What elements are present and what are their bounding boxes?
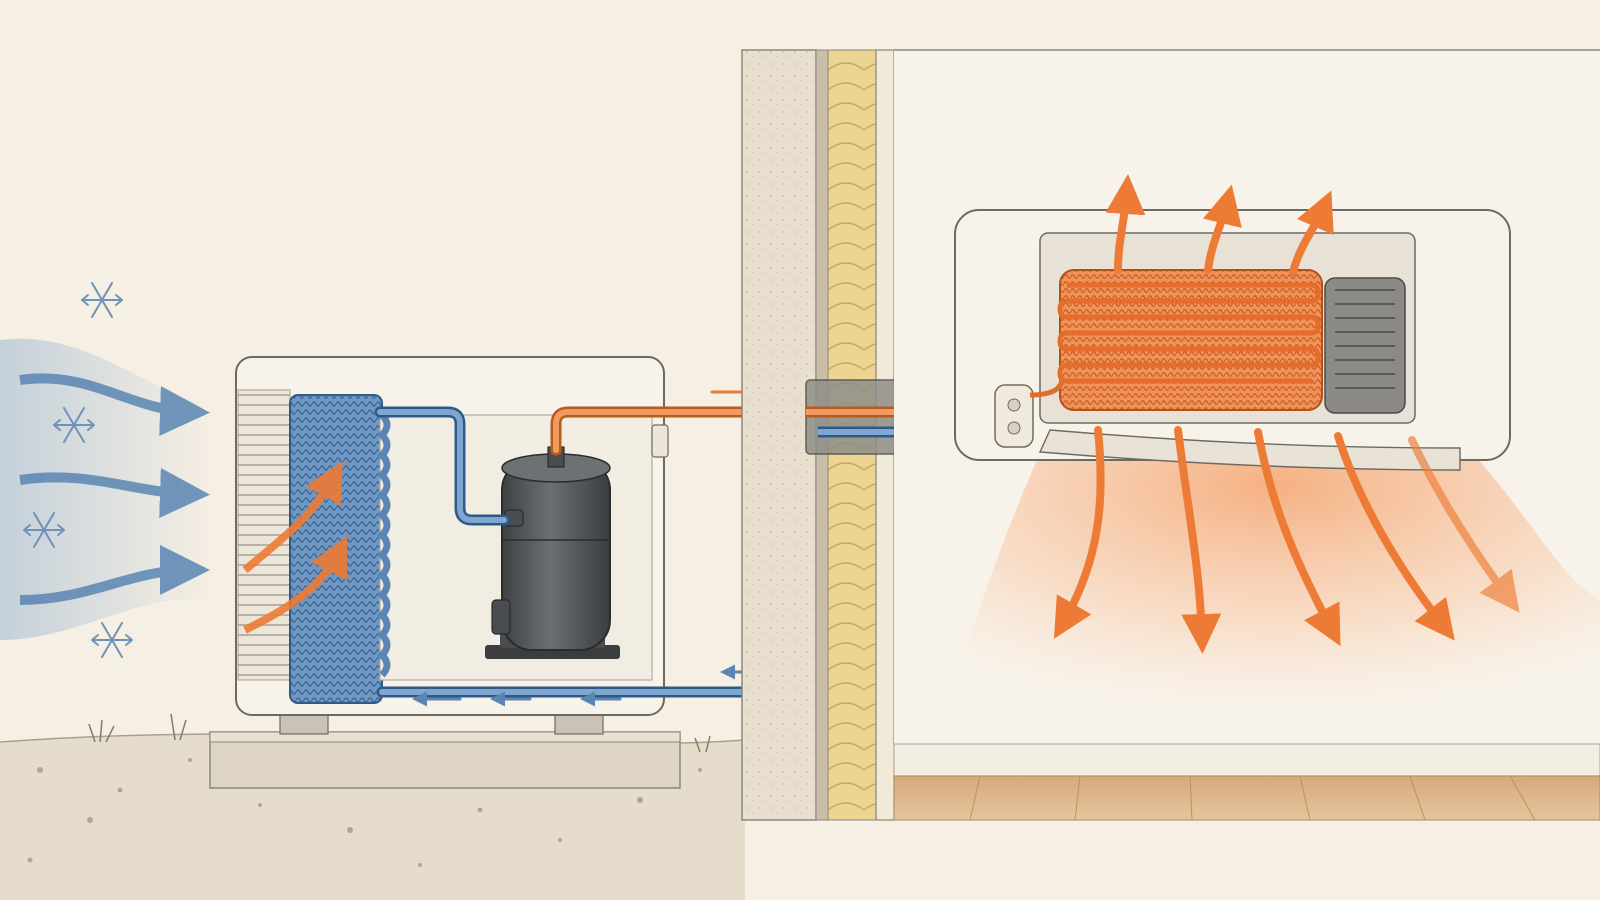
warm-air-arrow-icon bbox=[1254, 428, 1341, 647]
snowflake-icon bbox=[53, 407, 95, 443]
snowflake-icon bbox=[23, 512, 65, 548]
wood-floor bbox=[893, 775, 1600, 821]
evaporator-coil bbox=[289, 394, 383, 704]
concrete-pad bbox=[209, 731, 681, 789]
snowflake-icon bbox=[81, 282, 123, 318]
blower-fan bbox=[1324, 277, 1406, 414]
warm-air-arrow-icon bbox=[1105, 174, 1146, 274]
warm-air-arrow-icon bbox=[1334, 432, 1455, 641]
cold-air-arrow-icon bbox=[19, 545, 210, 605]
cold-air-arrow-icon bbox=[19, 468, 210, 518]
warm-air-arrow-icon bbox=[1053, 426, 1105, 639]
condenser-coil bbox=[1059, 269, 1323, 411]
snowflakes bbox=[23, 282, 133, 658]
warm-air-arrow-icon bbox=[1174, 426, 1222, 654]
air-outlet-vane bbox=[1038, 429, 1461, 471]
warm-air-glow bbox=[950, 430, 1600, 711]
baseboard bbox=[893, 743, 1600, 777]
cold-air-arrow-icon bbox=[19, 373, 210, 436]
wall-section bbox=[741, 49, 899, 821]
warm-air-arrow-icon bbox=[1202, 184, 1242, 274]
absorbed-heat-arrow-icon bbox=[243, 535, 348, 634]
warm-air-arrow-icon bbox=[1289, 190, 1334, 276]
service-valve-cover bbox=[651, 424, 669, 458]
warm-air-arrow-icon bbox=[1408, 436, 1520, 613]
warm-air-down bbox=[1053, 426, 1520, 654]
compressor bbox=[485, 446, 620, 659]
absorbed-heat-arrow-icon bbox=[242, 461, 343, 574]
warm-air-up bbox=[1105, 174, 1334, 276]
snowflake-icon bbox=[91, 622, 133, 658]
indoor-unit bbox=[954, 209, 1511, 471]
outdoor-cold-air bbox=[0, 338, 215, 640]
pipe-connector bbox=[994, 384, 1034, 448]
